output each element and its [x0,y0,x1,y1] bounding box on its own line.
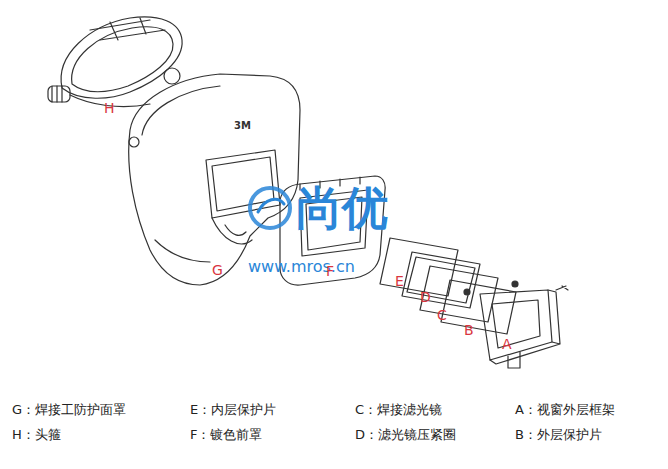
callout-letter: E [395,273,404,289]
callout-letter: A [502,336,512,352]
part-legend: G：焊接工防护面罩 [12,403,126,418]
watermark-text: 尚优 [296,182,388,235]
watermark-url: www.mros.cn [248,258,355,276]
callout-letter: F [326,263,334,279]
callout-letter: H [104,100,115,116]
watermark-logo [250,188,290,228]
callout-letter: D [420,289,431,305]
part-legend: D：滤光镜压紧圈 [355,428,456,443]
part-legend: H：头箍 [12,428,61,443]
callout-letter: B [464,322,474,338]
headband [48,17,182,107]
part-legend: B：外层保护片 [515,428,602,443]
part-legend: C：焊接滤光镜 [355,403,442,418]
part-legend: E：内层保护片 [190,403,276,418]
part-legend: F：镀色前罩 [190,428,262,443]
outer-frame [464,281,568,368]
part-legend: A：视窗外层框架 [515,403,615,418]
brand-mark: 3M [234,120,251,132]
callout-letter: G [212,262,223,278]
filter-plates [380,238,516,334]
callout-letter: C [437,307,447,323]
helmet-shell [129,74,300,285]
